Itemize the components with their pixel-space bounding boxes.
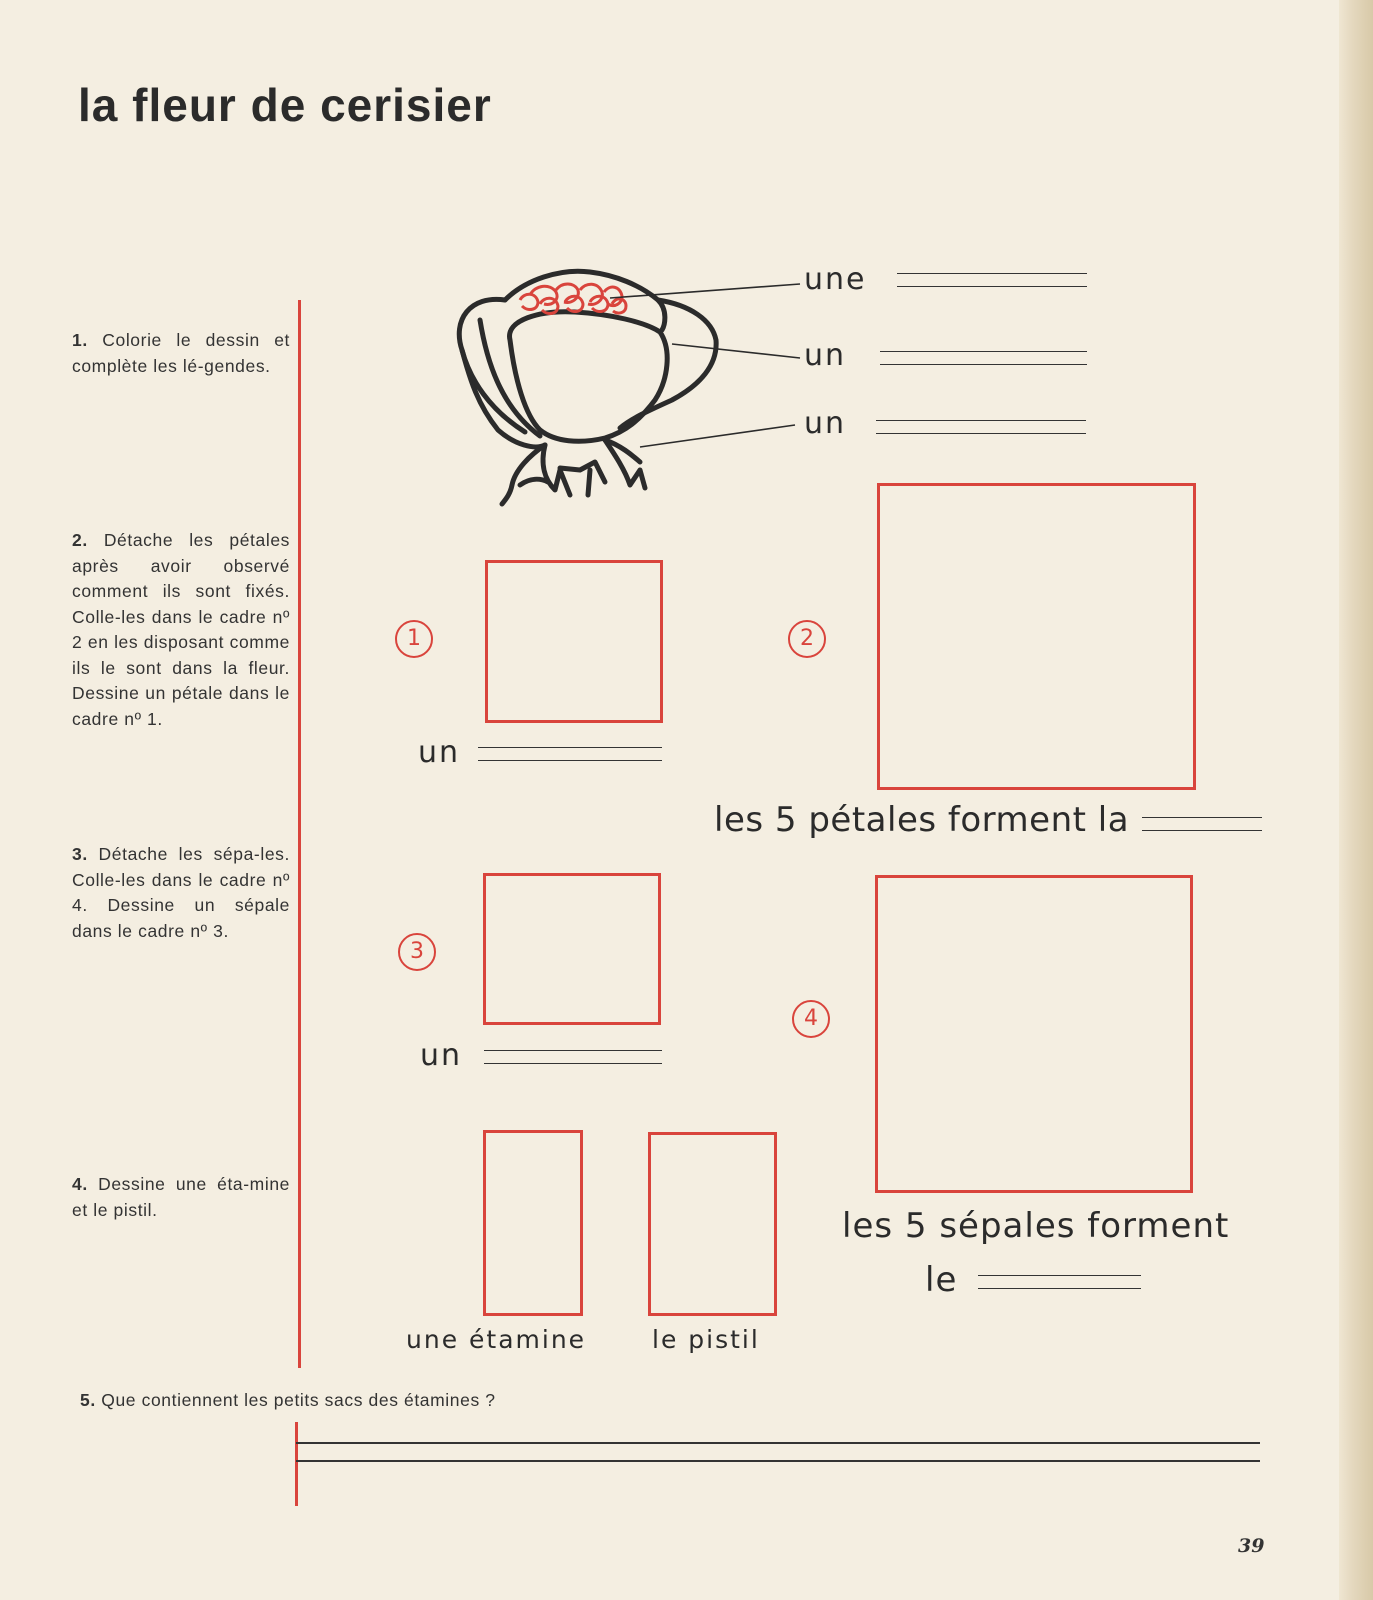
frame-2-petals-collage[interactable] xyxy=(877,483,1196,790)
question-5: 5. Que contiennent les petits sacs des é… xyxy=(80,1390,496,1411)
page-number: 39 xyxy=(1238,1535,1265,1557)
stamens-red xyxy=(518,282,628,315)
question-number: 5. xyxy=(80,1390,96,1410)
instruction-4: 4. Dessine une éta-mine et le pistil. xyxy=(72,1172,290,1223)
frame-number-2: 2 xyxy=(788,620,826,658)
instruction-text: Détache les pétales après avoir observé … xyxy=(72,530,291,729)
label-sepal-prefix: un xyxy=(804,406,847,441)
pistil-label: le pistil xyxy=(652,1325,760,1354)
petals-sentence: les 5 pétales forment la xyxy=(714,800,1130,840)
answer-margin-rule xyxy=(295,1422,298,1506)
label-petal-prefix: un xyxy=(804,338,847,373)
instruction-3: 3. Détache les sépa-les. Colle-les dans … xyxy=(72,842,290,944)
instruction-number: 3. xyxy=(72,844,88,864)
frame-4-sepals-collage[interactable] xyxy=(875,875,1193,1193)
pointer-line xyxy=(671,343,801,359)
label-stamens-prefix: une xyxy=(804,262,867,297)
margin-rule xyxy=(298,300,301,1368)
page-edge xyxy=(1339,0,1373,1600)
instruction-text: Dessine une éta-mine et le pistil. xyxy=(72,1174,290,1220)
sepals-sentence-line2: le xyxy=(925,1260,958,1300)
frame-1-label: un xyxy=(418,735,461,770)
answer-line[interactable] xyxy=(484,1050,662,1064)
answer-line[interactable] xyxy=(978,1275,1141,1289)
question-text: Que contiennent les petits sacs des étam… xyxy=(101,1390,496,1410)
instruction-number: 2. xyxy=(72,530,88,550)
sepals-sentence-line1: les 5 sépales forment xyxy=(842,1206,1230,1246)
instruction-text: Détache les sépa-les. Colle-les dans le … xyxy=(72,844,290,941)
answer-line[interactable] xyxy=(296,1460,1260,1462)
frame-number-1: 1 xyxy=(395,620,433,658)
answer-line[interactable] xyxy=(880,351,1087,365)
frame-number-3: 3 xyxy=(398,933,436,971)
frame-3-sepal-drawing[interactable] xyxy=(483,873,661,1025)
stamen-label: une étamine xyxy=(406,1325,587,1354)
frame-stamen-drawing[interactable] xyxy=(483,1130,583,1316)
page-title: la fleur de cerisier xyxy=(78,79,492,131)
answer-line[interactable] xyxy=(876,420,1086,434)
pointer-line xyxy=(639,424,796,448)
instruction-text: Colorie le dessin et complète les lé-gen… xyxy=(72,330,291,376)
frame-pistil-drawing[interactable] xyxy=(648,1132,777,1316)
frame-number-4: 4 xyxy=(792,1000,830,1038)
answer-line[interactable] xyxy=(1142,817,1262,831)
answer-line[interactable] xyxy=(478,747,662,761)
answer-line[interactable] xyxy=(897,273,1087,287)
instruction-2: 2. Détache les pétales après avoir obser… xyxy=(72,528,290,732)
frame-3-label: un xyxy=(420,1038,463,1073)
answer-line[interactable] xyxy=(296,1442,1260,1444)
frame-1-petal-drawing[interactable] xyxy=(485,560,663,723)
instruction-number: 4. xyxy=(72,1174,88,1194)
pointer-line xyxy=(609,283,801,299)
instruction-number: 1. xyxy=(72,330,88,350)
instruction-1: 1. Colorie le dessin et complète les lé-… xyxy=(72,328,290,379)
